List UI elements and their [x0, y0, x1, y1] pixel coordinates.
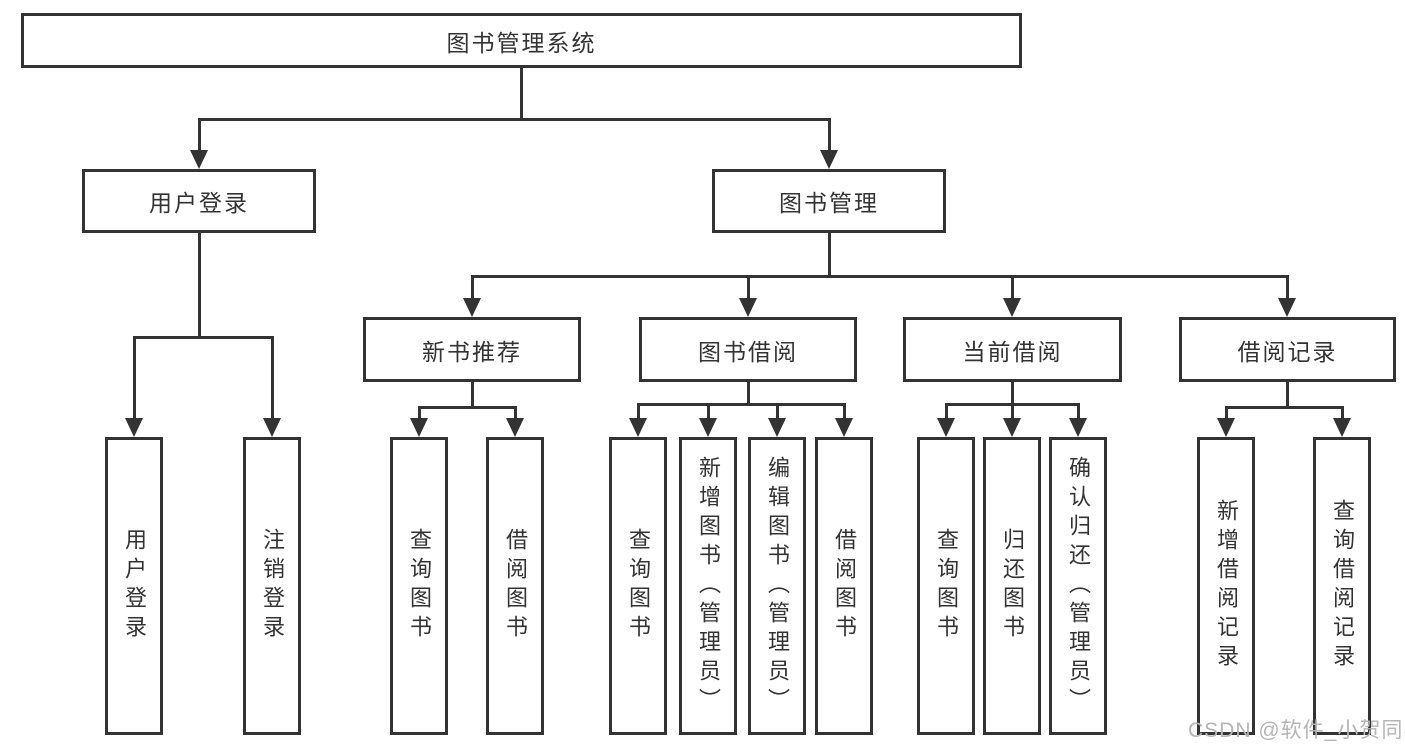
- leaf-confirm-return-admin: 确认归还（管理员）: [1049, 437, 1107, 735]
- connector-drop-c4: [843, 403, 846, 424]
- connector-drop-new-book: [471, 275, 474, 303]
- leaf-logout-label: 注销登录: [260, 528, 285, 644]
- connector-drop-leaf-user-login: [133, 336, 136, 422]
- arrowhead-icon: [768, 418, 786, 437]
- leaf-borrow-books-2: 借阅图书: [815, 437, 873, 735]
- node-book-management: 图书管理: [712, 169, 946, 233]
- node-current-borrowing: 当前借阅: [903, 317, 1122, 382]
- connector-drop-c2: [707, 403, 710, 424]
- node-borrowing-records: 借阅记录: [1179, 317, 1396, 382]
- leaf-query-books-3-label: 查询图书: [934, 528, 959, 644]
- connector-new-book-stem: [471, 382, 474, 408]
- leaf-confirm-return-admin-label: 确认归还（管理员）: [1066, 455, 1091, 717]
- node-user-login: 用户登录: [82, 169, 316, 233]
- leaf-query-borrow-record: 查询借阅记录: [1313, 437, 1371, 735]
- leaf-borrow-books-2-label: 借阅图书: [832, 528, 857, 644]
- connector-drop-c3: [776, 403, 779, 424]
- leaf-edit-books-admin-label: 编辑图书（管理员）: [765, 455, 790, 717]
- watermark: CSDN @软件_小贺同学: [1188, 719, 1405, 742]
- leaf-query-books-1-label: 查询图书: [407, 528, 432, 644]
- leaf-return-books: 归还图书: [983, 437, 1041, 735]
- arrowhead-icon: [463, 298, 481, 317]
- arrowhead-icon: [506, 418, 524, 437]
- connector-branch-new-book: [418, 406, 517, 409]
- node-current-borrowing-label: 当前借阅: [962, 338, 1063, 365]
- leaf-user-login: 用户登录: [105, 437, 163, 735]
- leaf-query-books-2: 查询图书: [609, 437, 667, 735]
- arrowhead-icon: [629, 418, 647, 437]
- node-root: 图书管理系统: [21, 13, 1022, 68]
- leaf-logout: 注销登录: [243, 437, 301, 735]
- arrowhead-icon: [739, 298, 757, 317]
- arrowhead-icon: [835, 418, 853, 437]
- arrowhead-icon: [410, 418, 428, 437]
- leaf-add-books-admin: 新增图书（管理员）: [679, 437, 737, 735]
- leaf-query-borrow-record-label: 查询借阅记录: [1330, 499, 1355, 673]
- node-borrowing-records-label: 借阅记录: [1237, 338, 1338, 365]
- connector-drop-c1: [637, 403, 640, 424]
- connector-branch-level3: [471, 275, 1289, 278]
- arrowhead-icon: [263, 418, 281, 437]
- leaf-return-books-label: 归还图书: [1000, 528, 1025, 644]
- leaf-edit-books-admin: 编辑图书（管理员）: [748, 437, 806, 735]
- node-user-login-label: 用户登录: [149, 190, 249, 216]
- arrowhead-icon: [1069, 418, 1087, 437]
- connector-drop-borrowing-records: [1286, 275, 1289, 303]
- node-book-management-label: 图书管理: [779, 190, 879, 216]
- connector-branch-user-login: [133, 336, 274, 339]
- connector-current-borrowing-stem: [1011, 382, 1014, 405]
- connector-drop-b1: [418, 406, 421, 424]
- arrowhead-icon: [937, 418, 955, 437]
- arrowhead-icon: [1003, 298, 1021, 317]
- connector-branch-book-borrowing: [637, 403, 846, 406]
- leaf-query-books-1: 查询图书: [390, 437, 448, 735]
- leaf-borrow-books-1-label: 借阅图书: [503, 528, 528, 644]
- connector-branch-level2: [198, 118, 831, 121]
- arrowhead-icon: [190, 150, 208, 169]
- connector-borrowing-records-stem: [1286, 382, 1289, 408]
- leaf-user-login-label: 用户登录: [122, 528, 147, 644]
- connector-drop-current-borrowing: [1011, 275, 1014, 303]
- connector-user-login-stem: [198, 233, 201, 338]
- leaf-add-borrow-record-label: 新增借阅记录: [1214, 499, 1239, 673]
- connector-drop-d3: [1077, 403, 1080, 424]
- connector-branch-borrowing-records: [1225, 406, 1344, 409]
- connector-drop-e2: [1341, 406, 1344, 424]
- connector-drop-book-borrowing: [747, 275, 750, 303]
- connector-drop-e1: [1225, 406, 1228, 424]
- node-new-book-recommend: 新书推荐: [363, 317, 581, 382]
- leaf-query-books-2-label: 查询图书: [626, 528, 651, 644]
- leaf-borrow-books-1: 借阅图书: [486, 437, 544, 735]
- arrowhead-icon: [820, 150, 838, 169]
- arrowhead-icon: [1278, 298, 1296, 317]
- connector-drop-book-management: [828, 118, 831, 154]
- connector-root-stem: [520, 68, 523, 118]
- leaf-add-borrow-record: 新增借阅记录: [1197, 437, 1255, 735]
- connector-drop-b2: [514, 406, 517, 424]
- connector-drop-leaf-logout: [271, 336, 274, 422]
- leaf-query-books-3: 查询图书: [917, 437, 975, 735]
- node-root-label: 图书管理系统: [446, 29, 597, 56]
- node-book-borrowing-label: 图书借阅: [698, 338, 798, 365]
- node-new-book-recommend-label: 新书推荐: [422, 338, 522, 365]
- leaf-add-books-admin-label: 新增图书（管理员）: [696, 455, 721, 717]
- connector-book-management-stem: [828, 233, 831, 277]
- arrowhead-icon: [1003, 418, 1021, 437]
- connector-drop-d2: [1011, 403, 1014, 424]
- arrowhead-icon: [1217, 418, 1235, 437]
- node-book-borrowing: 图书借阅: [639, 317, 857, 382]
- arrowhead-icon: [125, 418, 143, 437]
- connector-drop-d1: [945, 403, 948, 424]
- connector-book-borrowing-stem: [747, 382, 750, 405]
- connector-drop-user-login: [198, 118, 201, 154]
- arrowhead-icon: [699, 418, 717, 437]
- arrowhead-icon: [1333, 418, 1351, 437]
